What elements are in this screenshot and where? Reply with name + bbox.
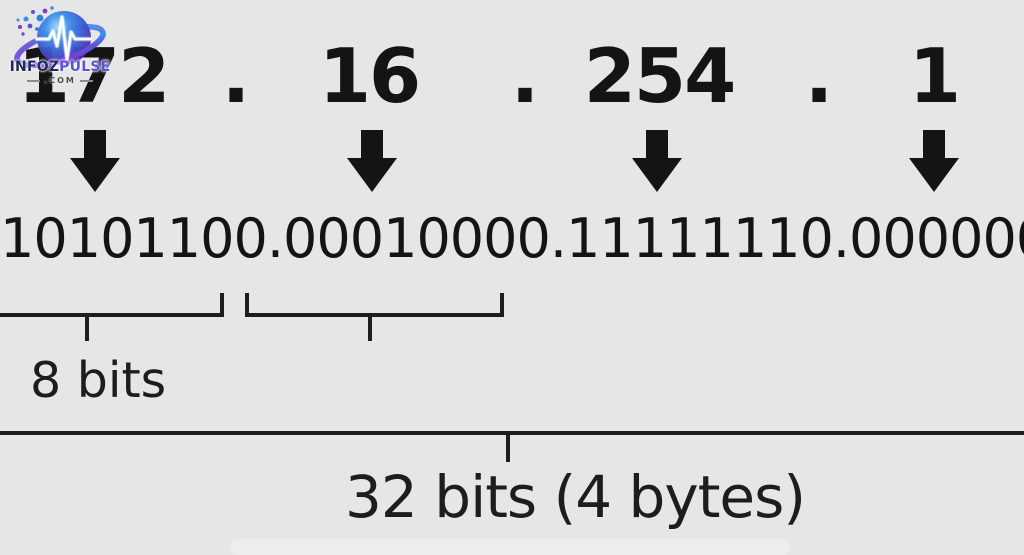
ip-octet-2: 16 (318, 32, 421, 120)
binary-string-row: 10101100.00010000.11111110.00000001 (0, 212, 1024, 266)
infozpulse-logo: INFOZPULSE .COM (6, 2, 114, 102)
bracket-octet1-pointer (85, 315, 89, 341)
down-arrow-icon (632, 130, 682, 196)
bracket-octet2-right-tick (500, 293, 504, 317)
binary-string: 10101100.00010000.11111110.00000001 (0, 212, 1024, 266)
bracket-octet1-right-tick (220, 293, 224, 317)
logo-tld: .COM (44, 76, 76, 85)
ip-octet-3: 254 (583, 32, 737, 120)
bracket-octet2-pointer (368, 315, 372, 341)
logo-tld-dash (79, 80, 93, 82)
logo-brand-primary: INFOZ (9, 59, 60, 75)
bottom-watermark-strip (230, 539, 790, 555)
label-32-bits: 32 bits (4 bytes) (345, 463, 806, 531)
down-arrow-icon (70, 130, 120, 196)
logo-tld-dash (27, 80, 41, 82)
logo-tld-row: .COM (6, 77, 114, 85)
ip-separator-dot: . (221, 32, 250, 120)
logo-brand-secondary: PULSE (59, 59, 111, 75)
down-arrow-icon (347, 130, 397, 196)
ip-octet-4: 1 (908, 32, 961, 120)
ip-separator-dot: . (510, 32, 539, 120)
bracket-octet1-line (0, 313, 224, 317)
total-width-line (0, 431, 1024, 435)
ip-separator-dot: . (804, 32, 833, 120)
label-8-bits: 8 bits (30, 352, 167, 409)
total-width-pointer (506, 435, 510, 462)
bracket-octet2-left-tick (245, 293, 249, 317)
logo-wordmark: INFOZPULSE (6, 60, 114, 74)
logo-scatter-dots (16, 6, 54, 36)
bracket-octet2-line (245, 313, 504, 317)
globe-pulse-icon (14, 6, 106, 69)
down-arrow-icon (909, 130, 959, 196)
